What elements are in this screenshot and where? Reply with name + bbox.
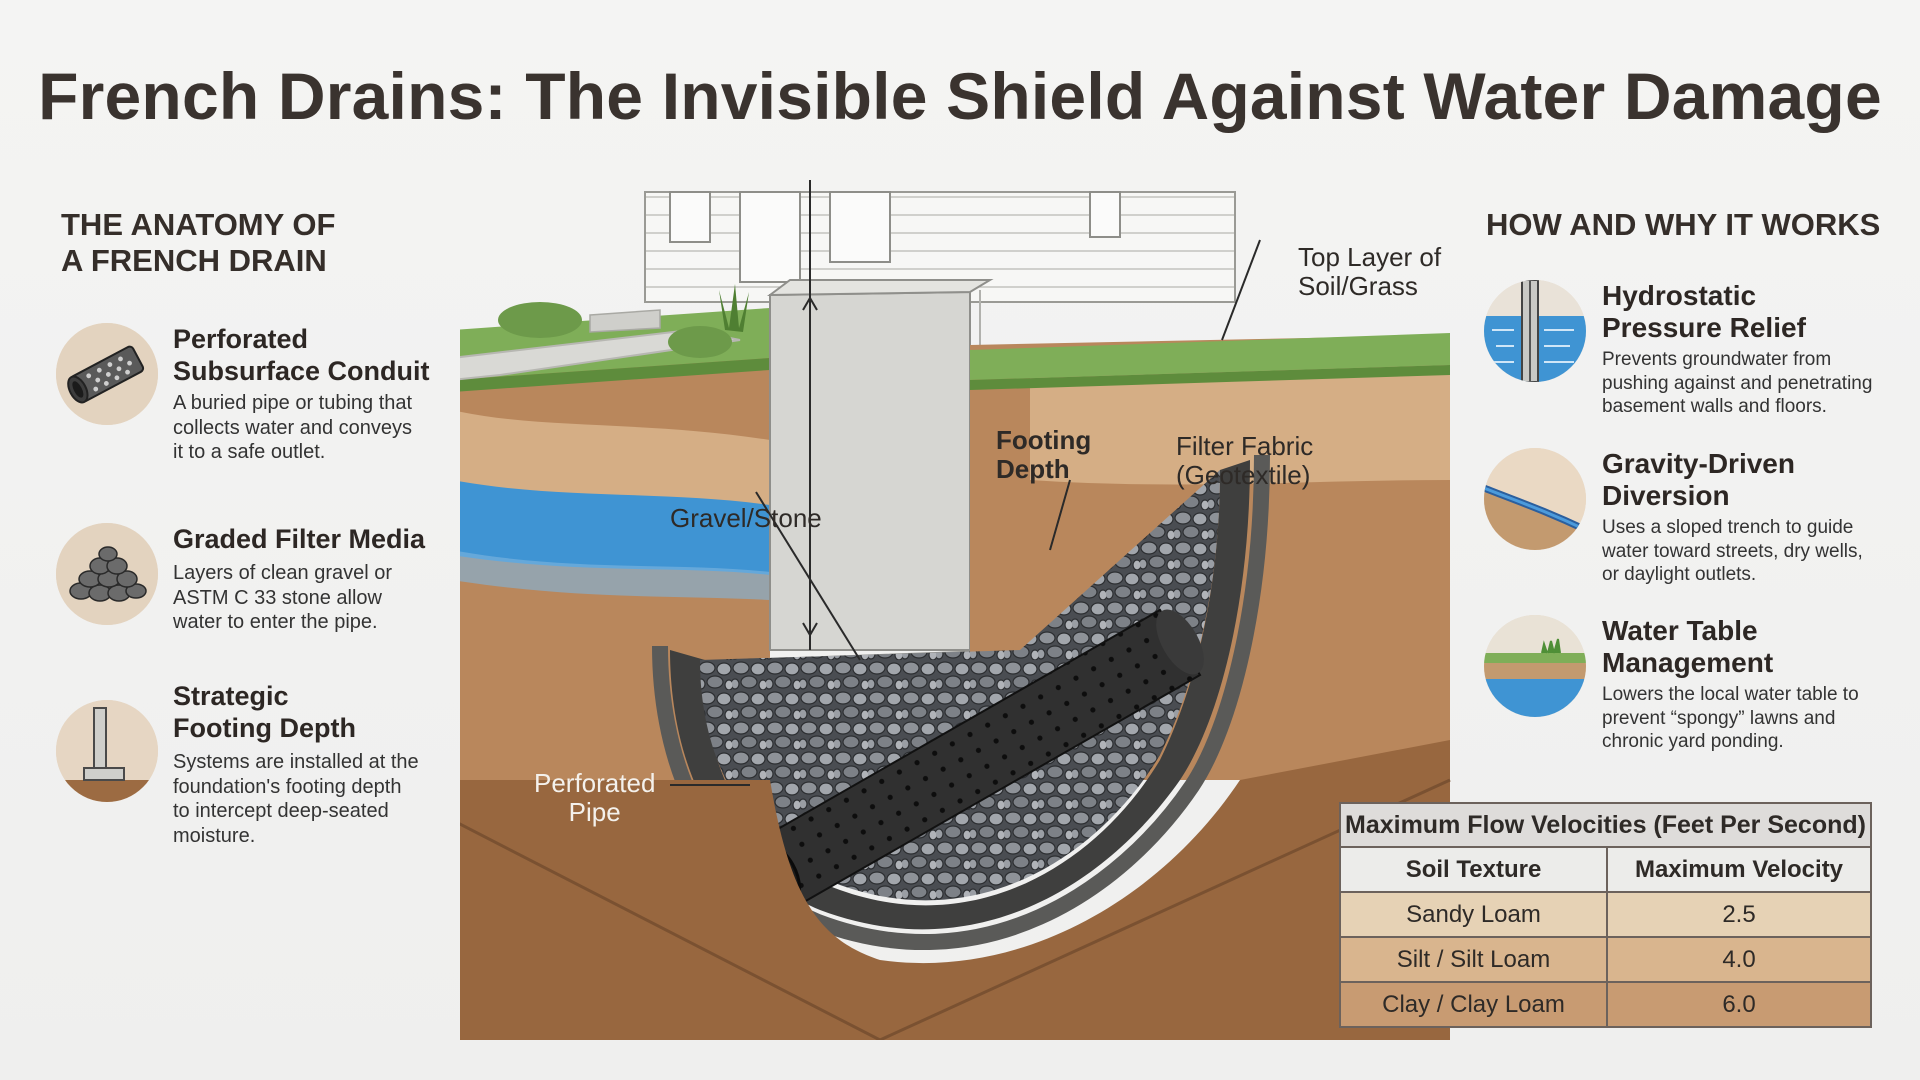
feature-title-line1: Water Table xyxy=(1602,615,1758,646)
feature-title-line2: Footing Depth xyxy=(173,713,356,743)
table-row: Silt / Silt Loam 4.0 xyxy=(1339,936,1872,983)
feature-title-line2: Pressure Relief xyxy=(1602,312,1806,343)
feature-title-line1: Graded Filter Media xyxy=(173,524,426,554)
flow-velocity-table: Maximum Flow Velocities (Feet Per Second… xyxy=(1339,802,1872,1028)
table-cell-velocity: 4.0 xyxy=(1606,936,1872,983)
french-drain-cross-section xyxy=(460,180,1451,1040)
feature-hydrostatic-pressure-relief: Hydrostatic Pressure Relief Prevents gro… xyxy=(1484,280,1904,420)
feature-desc-line: prevent “spongy” lawns and xyxy=(1602,707,1836,729)
table-header-velocity: Maximum Velocity xyxy=(1606,846,1872,893)
label-filter-line2: (Geotextile) xyxy=(1176,460,1311,490)
feature-desc-line: or daylight outlets. xyxy=(1602,564,1757,585)
label-footing-line2: Depth xyxy=(996,454,1070,484)
label-top-layer-line1: Top Layer of xyxy=(1298,242,1442,272)
label-pipe-line2: Pipe xyxy=(568,797,621,827)
label-pipe-line1: Perforated xyxy=(534,768,656,798)
pipe-icon xyxy=(56,323,158,425)
table-caption: Maximum Flow Velocities (Feet Per Second… xyxy=(1339,802,1872,848)
feature-title-line2: Diversion xyxy=(1602,480,1730,511)
pressure-wall-icon xyxy=(1484,280,1586,382)
feature-title-line1: Strategic xyxy=(173,681,289,711)
label-top-layer: Top Layer of Soil/Grass xyxy=(1298,243,1441,301)
page-title: French Drains: The Invisible Shield Agai… xyxy=(38,59,1882,133)
feature-title-line1: Gravity-Driven xyxy=(1602,448,1795,479)
feature-title-line2: Management xyxy=(1602,647,1774,678)
feature-graded-filter-media: Graded Filter Media Layers of clean grav… xyxy=(56,523,436,633)
label-perforated-pipe: Perforated Pipe xyxy=(534,769,655,827)
table-cell-velocity: 6.0 xyxy=(1606,981,1872,1028)
table-cell-velocity: 2.5 xyxy=(1606,891,1872,938)
feature-desc-line: A buried pipe or tubing that xyxy=(173,392,413,414)
feature-desc-line: Prevents groundwater from xyxy=(1602,349,1832,370)
feature-desc-line: water to enter the pipe. xyxy=(173,611,378,633)
gravel-icon xyxy=(56,523,158,625)
anatomy-heading-line1: THE ANATOMY OF xyxy=(61,207,336,242)
feature-perforated-conduit: Perforated Subsurface Conduit A buried p… xyxy=(56,323,436,463)
feature-desc-line: basement walls and floors. xyxy=(1602,396,1827,417)
feature-gravity-driven-diversion: Gravity-Driven Diversion Uses a sloped t… xyxy=(1484,448,1904,588)
how-it-works-heading: HOW AND WHY IT WORKS xyxy=(1486,207,1881,242)
table-header-soil: Soil Texture xyxy=(1339,846,1608,893)
feature-desc-line: moisture. xyxy=(173,824,256,847)
feature-desc-line: ASTM C 33 stone allow xyxy=(173,586,382,609)
label-filter-fabric: Filter Fabric (Geotextile) xyxy=(1176,432,1313,490)
feature-desc-line: collects water and conveys xyxy=(173,416,413,439)
label-footing-line1: Footing xyxy=(996,425,1092,455)
label-footing-depth: Footing Depth xyxy=(996,426,1091,484)
label-filter-line1: Filter Fabric xyxy=(1176,431,1314,461)
label-gravel-stone: Gravel/Stone xyxy=(670,503,822,533)
front-soil-face xyxy=(460,740,1451,1040)
slope-icon xyxy=(1484,448,1586,550)
feature-desc-line: to intercept deep-seated xyxy=(173,800,389,822)
feature-title-line2: Subsurface Conduit xyxy=(173,356,430,386)
anatomy-heading-line2: A FRENCH DRAIN xyxy=(61,243,327,278)
feature-desc-line: Systems are installed at the xyxy=(173,751,419,773)
water-table-icon xyxy=(1484,615,1586,717)
feature-title-line1: Hydrostatic xyxy=(1602,280,1757,311)
feature-desc-line: water toward streets, dry wells, xyxy=(1602,540,1863,562)
table-row: Sandy Loam 2.5 xyxy=(1339,891,1872,938)
feature-desc-line: Uses a sloped trench to guide xyxy=(1602,517,1854,538)
feature-desc-line: pushing against and penetrating xyxy=(1602,372,1873,394)
feature-desc-line: it to a safe outlet. xyxy=(173,441,326,463)
house-wall xyxy=(644,191,1236,303)
feature-strategic-footing-depth: Strategic Footing Depth Systems are inst… xyxy=(56,680,446,855)
table-row: Clay / Clay Loam 6.0 xyxy=(1339,981,1872,1028)
label-top-layer-line2: Soil/Grass xyxy=(1298,271,1418,301)
footing-icon xyxy=(56,700,158,802)
table-cell-soil: Clay / Clay Loam xyxy=(1339,981,1608,1028)
anatomy-heading: THE ANATOMY OF A FRENCH DRAIN xyxy=(61,207,335,279)
shrub-icon xyxy=(498,284,749,358)
feature-desc-line: Layers of clean gravel or xyxy=(173,562,393,584)
feature-title-line1: Perforated xyxy=(173,324,309,354)
feature-desc-line: foundation's footing depth xyxy=(173,775,402,798)
feature-desc-line: chronic yard ponding. xyxy=(1602,731,1784,752)
table-cell-soil: Silt / Silt Loam xyxy=(1339,936,1608,983)
table-cell-soil: Sandy Loam xyxy=(1339,891,1608,938)
feature-desc-line: Lowers the local water table to xyxy=(1602,684,1859,705)
feature-water-table-management: Water Table Management Lowers the local … xyxy=(1484,615,1904,755)
callout-lines xyxy=(670,180,1261,786)
